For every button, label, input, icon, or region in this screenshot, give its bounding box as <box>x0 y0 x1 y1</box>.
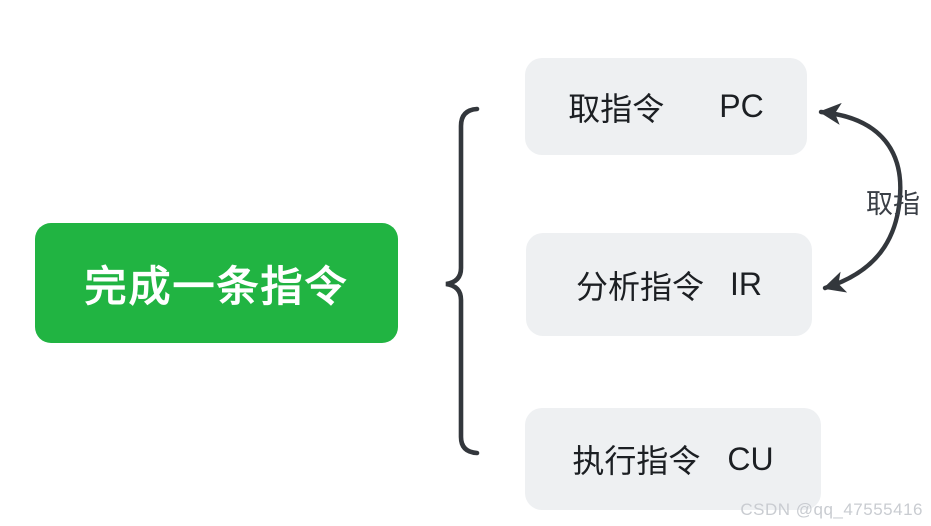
node-label-cn: 分析指令 <box>575 268 704 305</box>
node-label-cn: 取指令 <box>568 90 665 127</box>
node-analyze-instruction[interactable]: 分析指令 IR <box>526 233 812 336</box>
node-fetch-instruction[interactable]: 取指令 PC <box>525 58 807 155</box>
root-topic-label: 完成一条指令 <box>84 262 349 310</box>
arrow-label: 取指 <box>866 189 920 219</box>
curly-brace-icon <box>445 106 480 456</box>
node-label-en: PC <box>719 88 764 124</box>
node-label-en: CU <box>727 440 774 477</box>
node-label-cn: 执行指令 <box>572 443 701 479</box>
root-topic[interactable]: 完成一条指令 <box>35 223 398 343</box>
node-label-en: IR <box>730 266 762 302</box>
watermark: CSDN @qq_47555416 <box>740 500 923 519</box>
node-execute-instruction[interactable]: 执行指令 CU <box>525 408 821 510</box>
